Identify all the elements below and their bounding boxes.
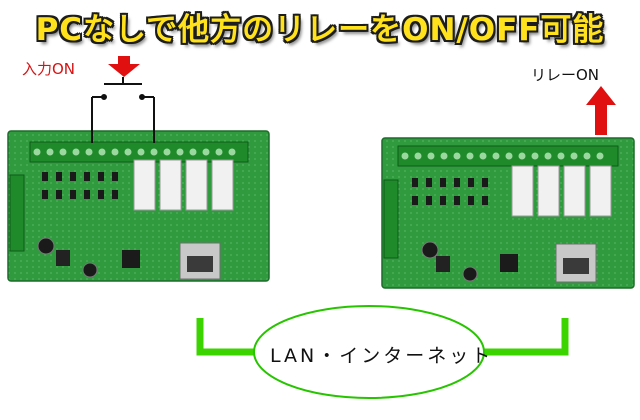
network-ellipse: [253, 305, 485, 399]
left-components: [42, 172, 118, 199]
right-microcontroller: [500, 254, 518, 272]
right-components: [412, 178, 488, 205]
left-capacitor: [82, 262, 98, 278]
right-regulator: [436, 256, 450, 272]
right-relay-board: [381, 137, 635, 289]
relay-up-arrow-icon: [586, 86, 616, 135]
input-on-label: 入力ON: [22, 60, 76, 78]
input-down-arrow-icon: [108, 56, 140, 77]
left-microcontroller: [122, 250, 140, 268]
page-title: PCなしで他方のリレーをON/OFF可能: [35, 12, 605, 48]
network-label: LAN・インターネット: [270, 345, 494, 367]
right-capacitor: [462, 266, 478, 282]
right-terminal-block: [397, 145, 619, 167]
left-regulator: [56, 250, 70, 266]
right-side-terminal: [383, 179, 399, 259]
input-switch-symbol: [91, 77, 155, 143]
left-capacitor: [37, 237, 55, 255]
left-ethernet-socket: [187, 256, 213, 272]
right-ethernet-socket: [563, 258, 589, 274]
relay-on-label: リレーON: [531, 66, 600, 84]
left-terminal-block: [29, 141, 249, 163]
right-relays: [511, 165, 612, 217]
left-relays: [133, 159, 234, 211]
left-relay-board: [7, 130, 270, 282]
right-capacitor: [421, 241, 439, 259]
left-side-terminal: [9, 174, 25, 252]
